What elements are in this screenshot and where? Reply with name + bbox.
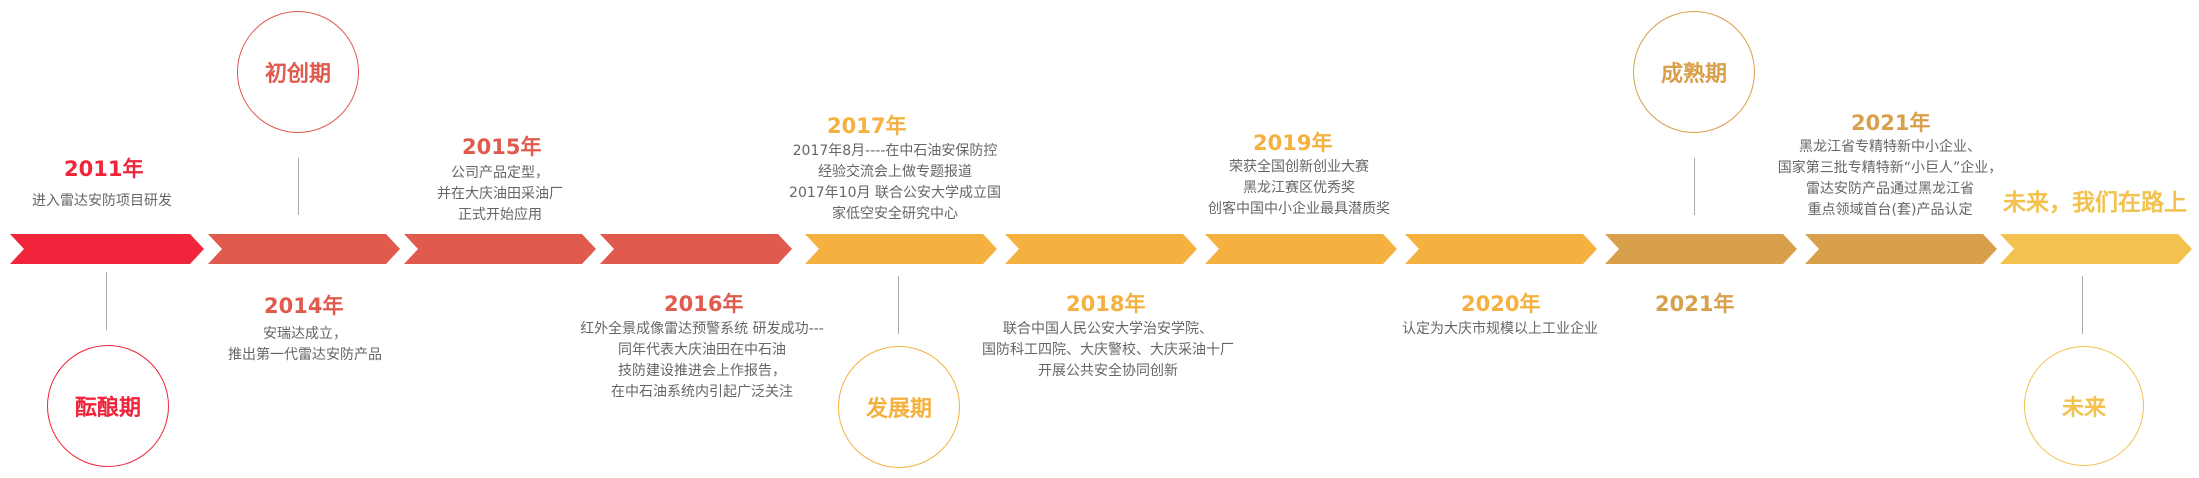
- timeline-arrow-1: [10, 234, 204, 264]
- phase-incubation-label: 酝酿期: [74, 396, 141, 421]
- desc-2016: 红外全景成像雷达预警系统 研发成功--- 同年代表大庆油田在中石油 技防建设推进…: [580, 321, 824, 400]
- connector-future: [2082, 276, 2083, 334]
- future-slogan: 未来，我们在路上: [2003, 190, 2187, 216]
- year-2015: 2015年: [462, 135, 542, 159]
- desc-2011: 进入雷达安防项目研发: [32, 193, 172, 209]
- connector-maturity: [1694, 158, 1695, 215]
- timeline-arrow-8: [1405, 234, 1597, 264]
- connector-startup: [298, 158, 299, 215]
- timeline-arrow-5: [805, 234, 997, 264]
- connector-development: [898, 276, 899, 334]
- desc-2020: 认定为大庆市规模以上工业企业: [1402, 321, 1598, 337]
- year-2020: 2020年: [1461, 292, 1541, 316]
- year-2021-upper: 2021年: [1851, 111, 1931, 135]
- year-2017: 2017年: [827, 114, 907, 138]
- timeline-arrow-4: [600, 234, 792, 264]
- year-2016: 2016年: [664, 292, 744, 316]
- year-2018: 2018年: [1066, 292, 1146, 316]
- connector-incubation: [106, 272, 107, 330]
- timeline-arrow-11: [2000, 234, 2192, 264]
- timeline-arrow-2: [208, 234, 400, 264]
- desc-2019: 荣获全国创新创业大赛 黑龙江赛区优秀奖 创客中国中小企业最具潜质奖: [1208, 159, 1390, 217]
- phase-future-label: 未来: [2061, 396, 2106, 421]
- timeline-arrow-10: [1805, 234, 1997, 264]
- year-2014: 2014年: [264, 294, 344, 318]
- year-2021-lower: 2021年: [1655, 292, 1735, 316]
- desc-2015: 公司产品定型， 并在大庆油田采油厂 正式开始应用: [437, 165, 563, 223]
- phase-development-label: 发展期: [865, 397, 932, 422]
- timeline-arrow-7: [1205, 234, 1397, 264]
- year-2019: 2019年: [1253, 131, 1333, 155]
- timeline-arrow-3: [404, 234, 596, 264]
- desc-2018: 联合中国人民公安大学治安学院、 国防科工四院、大庆警校、大庆采油十厂 开展公共安…: [982, 321, 1234, 379]
- phase-future-circle: 未来: [2024, 346, 2144, 466]
- timeline-arrow-9: [1605, 234, 1797, 264]
- desc-2014: 安瑞达成立， 推出第一代雷达安防产品: [228, 326, 382, 363]
- timeline-arrow-6: [1005, 234, 1197, 264]
- phase-incubation-circle: 酝酿期: [47, 345, 169, 467]
- year-2011: 2011年: [64, 157, 144, 181]
- phase-development-circle: 发展期: [838, 346, 960, 468]
- phase-maturity-label: 成熟期: [1660, 62, 1727, 87]
- desc-2021: 黑龙江省专精特新中小企业、 国家第三批专精特新“小巨人”企业， 雷达安防产品通过…: [1777, 139, 2003, 218]
- desc-2017: 2017年8月----在中石油安保防控 经验交流会上做专题报道 2017年10月…: [789, 143, 1001, 222]
- phase-maturity-circle: 成熟期: [1633, 11, 1755, 133]
- phase-startup-circle: 初创期: [237, 11, 359, 133]
- phase-startup-label: 初创期: [264, 62, 331, 87]
